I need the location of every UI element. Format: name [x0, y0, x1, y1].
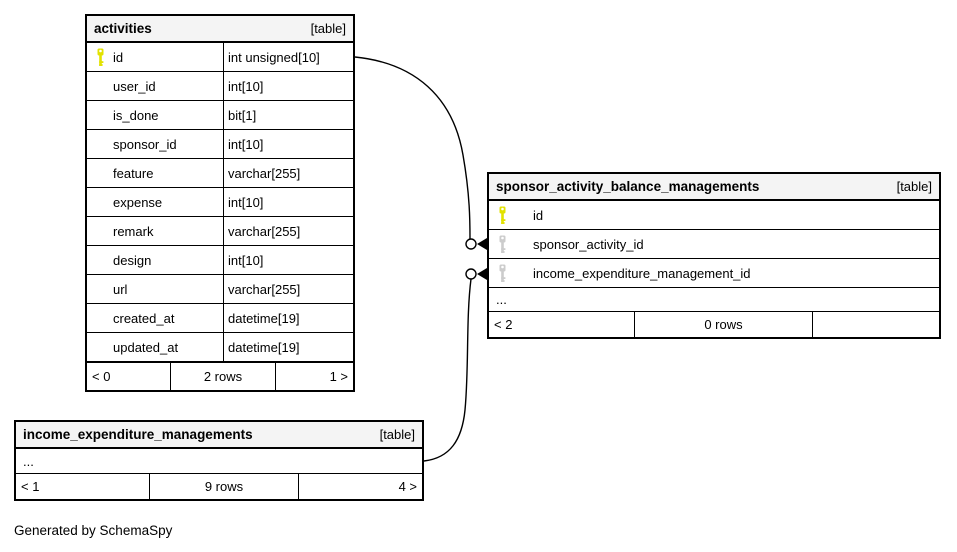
column-row-sponsor-activity-id: sponsor_activity_id — [489, 230, 939, 259]
column-row-created-at: created_at datetime[19] — [87, 304, 353, 333]
column-name: remark — [113, 223, 154, 239]
column-name: url — [113, 281, 128, 297]
column-row-is-done: is_done bit[1] — [87, 101, 353, 130]
relationship-line-income-to-sponsor — [423, 278, 472, 462]
table-type-badge: [table] — [310, 21, 346, 36]
footer-children-count: < 1 — [16, 474, 150, 499]
column-name: user_id — [113, 78, 156, 94]
column-type: varchar[255] — [223, 159, 353, 187]
table-activities-name[interactable]: activities — [94, 21, 152, 36]
table-sponsor-footer: < 2 0 rows — [489, 312, 939, 337]
column-type: varchar[255] — [223, 275, 353, 303]
column-type: datetime[19] — [223, 304, 353, 332]
column-type: int[10] — [223, 188, 353, 216]
column-name: is_done — [113, 107, 159, 123]
column-name-cell: id — [87, 43, 223, 71]
column-type: int[10] — [223, 72, 353, 100]
table-income-footer: < 1 9 rows 4 > — [16, 474, 422, 499]
table-income-name[interactable]: income_expenditure_managements — [23, 427, 253, 442]
foreign-key-icon — [499, 264, 506, 282]
table-activities[interactable]: activities [table] id int unsigned[10] — [85, 14, 355, 392]
column-row-feature: feature varchar[255] — [87, 159, 353, 188]
column-name: created_at — [113, 310, 175, 326]
table-type-badge: [table] — [896, 179, 932, 194]
column-type: bit[1] — [223, 101, 353, 129]
column-row-expense: expense int[10] — [87, 188, 353, 217]
column-row-sponsor-id: sponsor_id int[10] — [87, 130, 353, 159]
column-row-updated-at: updated_at datetime[19] — [87, 333, 353, 362]
column-type: int[10] — [223, 246, 353, 274]
footer-parents-count: 4 > — [398, 479, 417, 494]
relationship-line-activities-to-sponsor — [354, 56, 471, 240]
footer-children-count: < 0 — [87, 363, 171, 390]
column-row-income-expenditure-management-id: income_expenditure_management_id — [489, 259, 939, 288]
column-name: feature — [113, 165, 154, 181]
footer-parents-count: 1 > — [329, 369, 348, 384]
hidden-columns-ellipsis: ... — [489, 288, 939, 312]
table-income-expenditure-managements[interactable]: income_expenditure_managements [table] .… — [14, 420, 424, 501]
foreign-key-icon — [499, 235, 506, 253]
primary-key-icon — [499, 206, 506, 224]
primary-key-icon — [97, 48, 104, 66]
column-name: id — [533, 207, 544, 223]
column-name: expense — [113, 194, 163, 210]
column-name: income_expenditure_management_id — [533, 265, 751, 281]
footer-row-count: 9 rows — [150, 474, 299, 499]
hidden-columns-ellipsis: ... — [16, 449, 422, 474]
column-name: sponsor_activity_id — [533, 236, 644, 252]
table-income-header: income_expenditure_managements [table] — [16, 422, 422, 449]
column-name: updated_at — [113, 339, 179, 355]
generator-credit: Generated by SchemaSpy — [14, 523, 173, 538]
relationship-zero-circle — [465, 268, 477, 280]
column-row-remark: remark varchar[255] — [87, 217, 353, 246]
relationship-arrowhead-icon — [477, 238, 487, 250]
table-activities-footer: < 0 2 rows 1 > — [87, 362, 353, 390]
footer-children-count: < 2 — [489, 312, 635, 337]
column-row-id: id int unsigned[10] — [87, 43, 353, 72]
table-activities-header: activities [table] — [87, 16, 353, 43]
column-row-design: design int[10] — [87, 246, 353, 275]
column-name: sponsor_id — [113, 136, 177, 152]
column-name: id — [113, 49, 124, 65]
column-row-url: url varchar[255] — [87, 275, 353, 304]
column-type: varchar[255] — [223, 217, 353, 245]
footer-row-count: 0 rows — [635, 312, 813, 337]
column-type: int[10] — [223, 130, 353, 158]
relationship-arrowhead-icon — [477, 268, 487, 280]
table-type-badge: [table] — [379, 427, 415, 442]
table-sponsor-header: sponsor_activity_balance_managements [ta… — [489, 174, 939, 201]
footer-parents-count — [813, 312, 939, 337]
column-type: int unsigned[10] — [223, 43, 353, 71]
column-row-user-id: user_id int[10] — [87, 72, 353, 101]
column-type: datetime[19] — [223, 333, 353, 361]
footer-row-count: 2 rows — [171, 363, 276, 390]
table-sponsor-name[interactable]: sponsor_activity_balance_managements — [496, 179, 760, 194]
relationship-zero-circle — [465, 238, 477, 250]
table-sponsor-activity-balance-managements[interactable]: sponsor_activity_balance_managements [ta… — [487, 172, 941, 339]
column-row-id: id — [489, 201, 939, 230]
column-name: design — [113, 252, 152, 268]
